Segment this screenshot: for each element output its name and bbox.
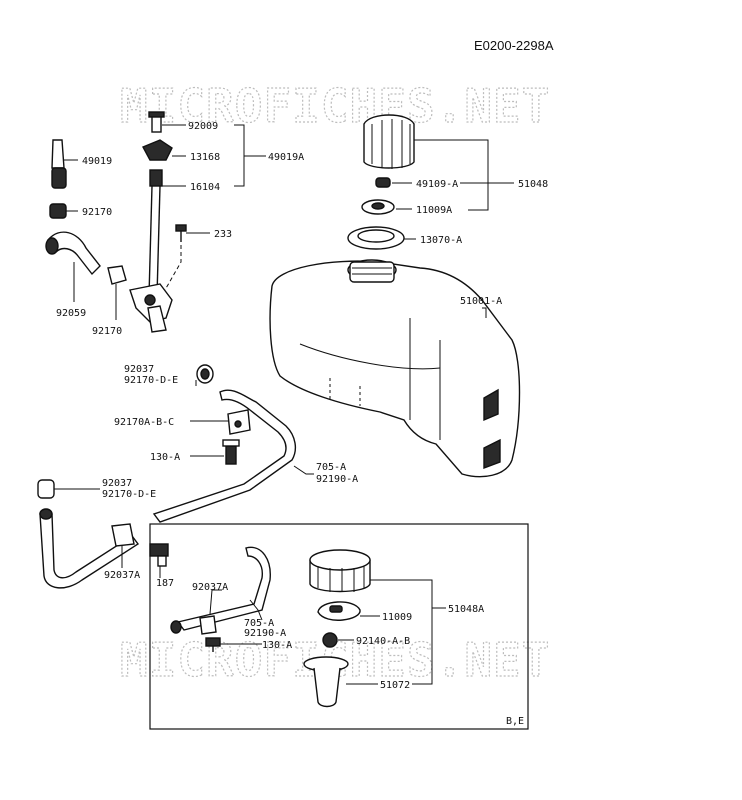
label-inset-130A: 130-A xyxy=(262,640,292,651)
label-92190A-upper: 92190-A xyxy=(316,474,358,485)
screw-233 xyxy=(175,224,187,242)
label-13070A: 13070-A xyxy=(420,235,462,246)
label-92170DE-lower: 92170-D-E xyxy=(102,489,156,500)
inset-ball-92140AB xyxy=(322,632,338,648)
inset-variant-label: B,E xyxy=(506,716,524,727)
clamp-92170-bottom xyxy=(107,265,127,285)
label-inset-92140AB: 92140-A-B xyxy=(356,636,410,647)
clamp-92170-top xyxy=(49,203,67,219)
label-51001A: 51001-A xyxy=(460,296,502,307)
fuel-cock-body xyxy=(129,283,173,333)
gasket-13070A xyxy=(347,226,405,250)
label-92170-top: 92170 xyxy=(82,207,112,218)
clamp-92170ABC xyxy=(227,409,251,435)
inset-clamp-92037A xyxy=(199,615,217,635)
inset-gasket-11009 xyxy=(317,601,361,621)
fuel-cock-pipe-16104 xyxy=(148,169,163,297)
label-92037-upper: 92037 xyxy=(124,364,154,375)
label-inset-92037A: 92037A xyxy=(192,582,228,593)
label-92059: 92059 xyxy=(56,308,86,319)
inset-filter-51072 xyxy=(303,656,349,708)
clamp-92037A-lower xyxy=(111,523,135,547)
inset-cap-51048A xyxy=(309,549,371,593)
bolt-130A-upper xyxy=(222,439,240,465)
label-11009A: 11009A xyxy=(416,205,452,216)
cap-part-49109A xyxy=(375,177,391,188)
label-inset-51072: 51072 xyxy=(380,680,410,691)
fuel-cap-51048 xyxy=(363,114,415,169)
screw-233-leader xyxy=(164,245,182,291)
label-51048: 51048 xyxy=(518,179,548,190)
label-inset-11009: 11009 xyxy=(382,612,412,623)
label-inset-51048A: 51048A xyxy=(448,604,484,615)
fuel-tank-51001A xyxy=(269,259,521,478)
fitting-187 xyxy=(149,543,169,567)
label-49019: 49019 xyxy=(82,156,112,167)
fuel-pipe-705A xyxy=(152,389,297,523)
label-inset-705A: 705-A xyxy=(244,618,274,629)
gasket-11009A xyxy=(361,199,395,215)
clamp-92037-upper xyxy=(196,364,214,384)
inset-bolt-130A xyxy=(205,637,221,652)
label-92170ABC: 92170A-B-C xyxy=(114,417,174,428)
label-92009: 92009 xyxy=(188,121,218,132)
label-92170DE-upper: 92170-D-E xyxy=(124,375,178,386)
label-13168: 13168 xyxy=(190,152,220,163)
bolt-92009 xyxy=(148,111,165,133)
leader-lines xyxy=(54,124,514,685)
label-130A-upper: 130-A xyxy=(150,452,180,463)
watermark-top: MICROFICHES.NET xyxy=(120,79,550,133)
filter-49019 xyxy=(51,139,67,189)
inset-box xyxy=(149,523,529,730)
fuel-cock-lever-13168 xyxy=(142,139,173,161)
diagram-code: E0200-2298A xyxy=(474,38,554,53)
label-92037A: 92037A xyxy=(104,570,140,581)
inset-fuel-hose-705A xyxy=(170,546,271,634)
label-49109A: 49109-A xyxy=(416,179,458,190)
label-92170-bottom: 92170 xyxy=(92,326,122,337)
clamp-92037-lower xyxy=(37,479,55,499)
label-inset-92190A: 92190-A xyxy=(244,628,286,639)
label-92037-lower: 92037 xyxy=(102,478,132,489)
fuel-hose-92037A xyxy=(39,508,140,589)
label-233: 233 xyxy=(214,229,232,240)
label-16104: 16104 xyxy=(190,182,220,193)
label-705A-upper: 705-A xyxy=(316,462,346,473)
label-49019A: 49019A xyxy=(268,152,304,163)
fuel-hose-92059 xyxy=(45,231,101,276)
label-187: 187 xyxy=(156,578,174,589)
